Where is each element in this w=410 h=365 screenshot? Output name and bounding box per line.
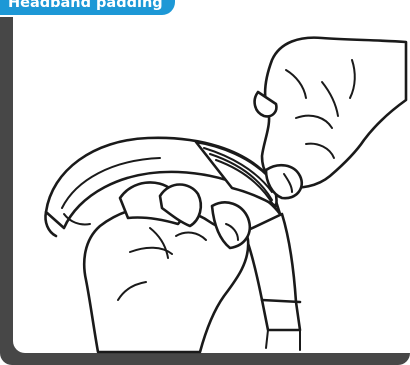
right-hand <box>255 38 406 199</box>
headband-arm <box>244 214 300 350</box>
left-hand <box>84 182 250 352</box>
figure-title: Headband padding <box>8 0 163 6</box>
figure-title-tab: Headband padding <box>0 0 175 15</box>
